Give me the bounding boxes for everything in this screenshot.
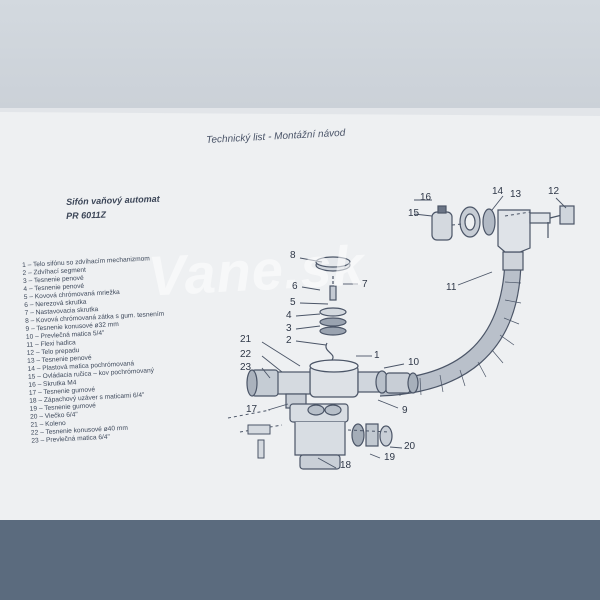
product-code: PR 6011Z <box>66 209 107 221</box>
label-10: 10 <box>408 357 420 368</box>
label-3: 3 <box>286 323 292 334</box>
label-12: 12 <box>548 186 560 197</box>
label-21: 21 <box>240 334 252 345</box>
label-13: 13 <box>510 189 522 200</box>
label-9: 9 <box>402 405 408 416</box>
label-2: 2 <box>286 335 292 346</box>
waste-nut <box>385 372 419 394</box>
label-19: 19 <box>384 452 396 463</box>
left-nut <box>246 369 279 397</box>
label-7: 7 <box>362 279 368 290</box>
label-4: 4 <box>286 310 292 321</box>
label-14: 14 <box>492 186 504 197</box>
watermark: Vane.sk <box>146 233 367 308</box>
label-1: 1 <box>374 350 380 361</box>
overflow-nut <box>459 206 496 238</box>
label-16: 16 <box>420 192 432 203</box>
label-15: 15 <box>408 208 420 219</box>
detail-sketch <box>247 424 271 459</box>
label-5: 5 <box>290 297 296 308</box>
label-8: 8 <box>290 250 296 261</box>
overflow-body <box>497 205 575 253</box>
trap-caps <box>351 423 393 447</box>
label-22: 22 <box>240 349 252 360</box>
control-knob <box>431 205 453 241</box>
paper-sheet <box>0 108 600 520</box>
label-6: 6 <box>292 281 298 292</box>
trap <box>289 403 349 470</box>
label-23: 23 <box>240 362 252 373</box>
label-11: 11 <box>446 282 457 293</box>
label-17: 17 <box>246 404 258 415</box>
waste-stack <box>315 256 351 361</box>
label-20: 20 <box>404 441 416 452</box>
leader-lines <box>261 195 567 469</box>
label-18: 18 <box>340 460 352 471</box>
